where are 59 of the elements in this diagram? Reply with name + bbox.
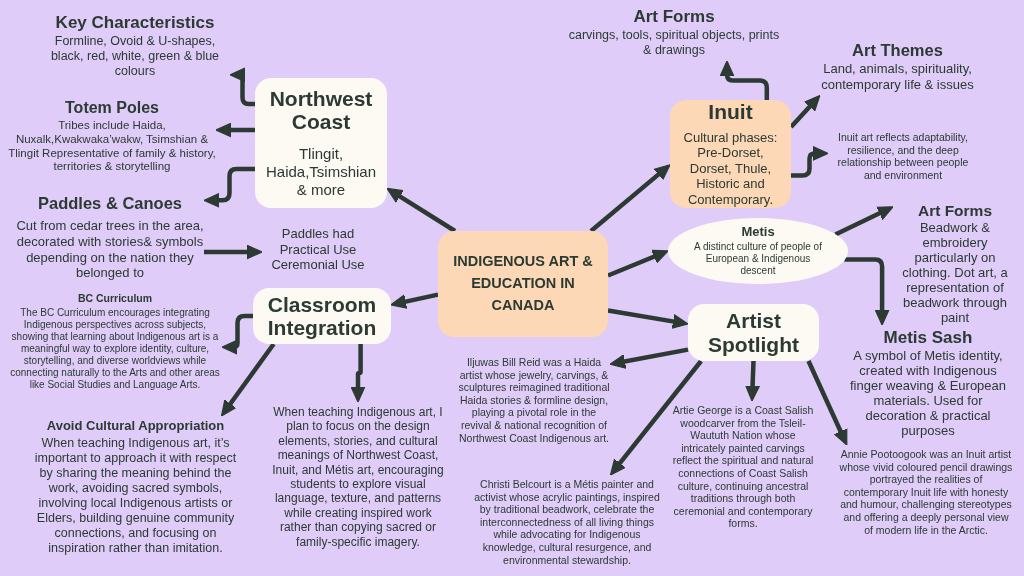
arrow xyxy=(229,67,255,107)
arrow xyxy=(204,244,263,260)
arrow xyxy=(220,342,276,417)
section-text: Beadwork & embroidery particularly on clothing. Dot art, a representation of beadwork through paint xyxy=(901,221,1009,326)
arrow xyxy=(789,95,821,129)
section-heading: Art Forms xyxy=(633,7,715,27)
arrow xyxy=(607,249,669,278)
arrow xyxy=(844,257,890,326)
arrow xyxy=(834,206,894,237)
section-heading: Art Themes xyxy=(852,41,943,60)
note-text: Iljuwas Bill Reid was a Haida artist whose jewelry, carvings, & sculptures reimagined traditional Haida stories & formline design, playing a pivotal role in the revival & national recognition of Northwest Coast Indigenous art. xyxy=(458,356,610,445)
topic-box xyxy=(438,231,608,337)
arrow xyxy=(609,347,689,369)
arrow xyxy=(215,122,255,138)
section-text: The BC Curriculum encourages integrating Indigenous perspectives across subjects, showing that learning about Indigenous art is a meaningful way to explore identity, culture, storytelling, and diverse worldviews while connecting naturally to the Arts and other areas like Social Studies and Language Arts. xyxy=(9,306,221,391)
arrow xyxy=(607,308,689,329)
note-text: Inuit art reflects adaptability, resilience, and the deep relationship between people and environment xyxy=(836,131,970,182)
topic-title: INDIGENOUS ART & EDUCATION IN CANADA xyxy=(452,252,594,315)
box-title: Classroom Integration xyxy=(266,292,378,340)
arrow xyxy=(386,187,457,233)
section-text: Tribes include Haida, Nuxalk,Kwakwaka’wakw, Tsimshian & Tlingit Representative of family & history, territories & storytelling xyxy=(8,118,216,175)
arrow xyxy=(745,360,760,402)
section-text: Cut from cedar trees in the area, decorated with stories& symbols depending on the nation they belonged to xyxy=(16,218,204,281)
box-text: Tlingit, Haida,Tsimshian & more xyxy=(264,145,377,200)
category-box xyxy=(688,304,819,361)
box-title: Northwest Coast xyxy=(268,86,374,134)
section-text: Land, animals, spirituality, contemporary life & issues xyxy=(820,61,975,93)
section-text: When teaching Indigenous art, it’s important to approach it with respect by sharing the meaning behind the work, avoiding sacred symbols, involving local Indigenous artists or Elders, building genuine community connections, and focusing on inspiration rather than imitation. xyxy=(33,435,238,556)
section-heading: Art Forms xyxy=(917,202,993,220)
note-text: Christi Belcourt is a Métis painter and activist whose acrylic paintings, inspired by traditional beadwork, celebrate the interconnectedness of all living things while advocating for Indigenous knowledge, cultural resurgence, and environmental stewardship. xyxy=(473,478,661,567)
section-text: Formline, Ovoid & U-shapes, black, red, white, green & blue colours xyxy=(49,34,221,80)
arrow xyxy=(350,344,366,403)
arrow xyxy=(791,146,829,178)
arrow xyxy=(203,166,255,208)
arrow xyxy=(589,164,671,233)
arrow xyxy=(390,292,439,309)
section-text: carvings, tools, spiritual objects, prints & drawings xyxy=(568,28,780,59)
section-heading: Paddles & Canoes xyxy=(38,194,182,213)
note-text: Paddles had Practical Use Ceremonial Use xyxy=(270,226,366,273)
section-heading: Totem Poles xyxy=(65,99,159,117)
box-text: A distinct culture of people of European & Indigenous descent xyxy=(693,241,823,278)
box-title: Artist Spotlight xyxy=(707,309,800,356)
section-heading: Key Characteristics xyxy=(55,13,215,33)
arrow xyxy=(221,313,253,355)
section-heading: BC Curriculum xyxy=(77,293,153,305)
section-text: A symbol of Metis identity, created with Indigenous finger weaving & European materials. Used for decoration & practical purposes xyxy=(848,349,1008,439)
note-text: Artie George is a Coast Salish woodcarver from the Tsleil-Waututh Nation whose intricately painted carvings reflect the spiritual and natural connections of Coast Salish culture, continuing ancestral traditions through both ceremonial and contemporary forms. xyxy=(671,404,815,530)
arrow xyxy=(609,359,703,476)
note-text: Annie Pootoogook was an Inuit artist whose vivid coloured pencil drawings portrayed the realities of contemporary Inuit life with honesty and humour, challenging stereotypes and offering a deeply personal view of modern life in the Arctic. xyxy=(838,448,1014,537)
category-box xyxy=(253,288,391,344)
section-heading: Avoid Cultural Appropriation xyxy=(46,419,225,434)
box-text: Cultural phases: Pre-Dorset, Dorset, Thule, Historic and Contemporary. xyxy=(682,129,779,208)
box-title: Metis xyxy=(741,224,775,240)
section-heading: Metis Sash xyxy=(883,328,973,348)
box-title: Inuit xyxy=(708,100,753,124)
arrow xyxy=(806,360,848,446)
category-box xyxy=(670,100,791,208)
category-box xyxy=(255,78,387,208)
note-text: When teaching Indigenous art, I plan to focus on the design elements, stories, and cultural meanings of Northwest Coast, Inuit, and Métis art, encouraging students to explore visual language, texture, and patterns while creating inspired work rather than copying sacred or family-specific imagery. xyxy=(271,405,445,549)
